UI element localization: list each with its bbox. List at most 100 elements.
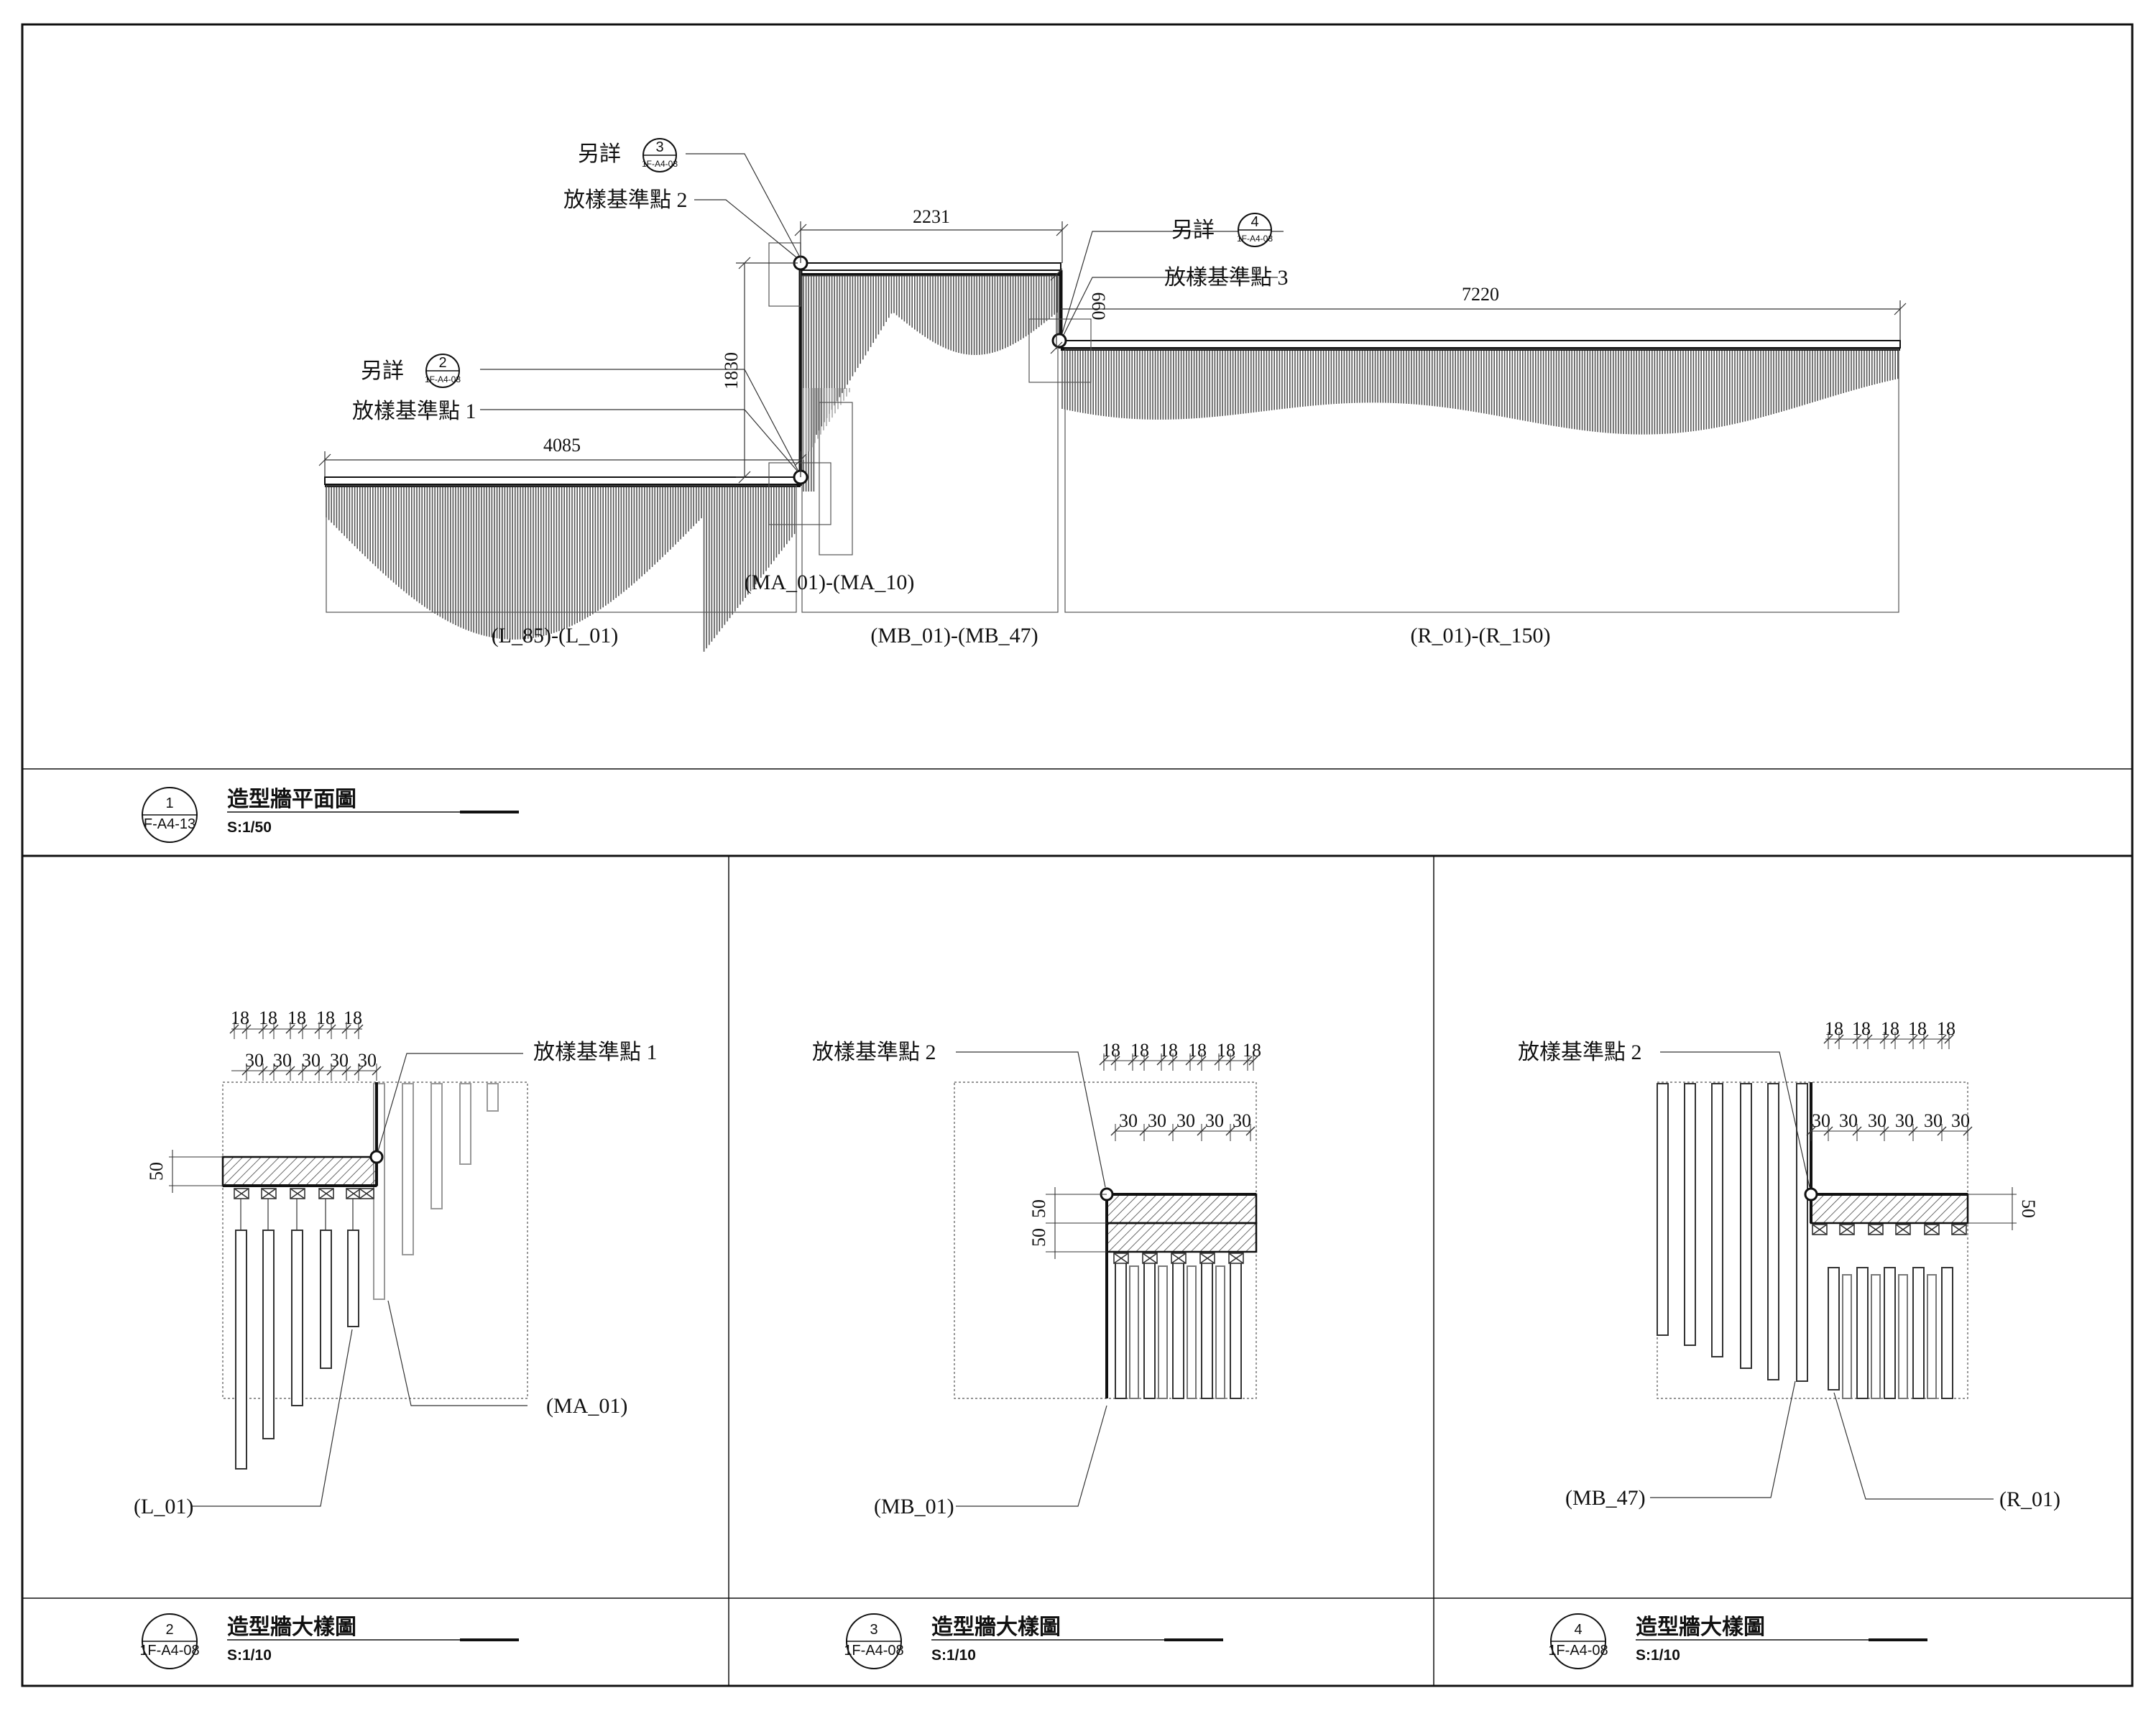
bubble-sheet: 1F-A4-08	[642, 159, 678, 169]
ref-point-3-label: 放樣基準點 3	[1164, 266, 1289, 290]
d2-dim-18: 18	[344, 1007, 362, 1028]
d3-ref-point-label: 放樣基準點 2	[812, 1041, 936, 1064]
d3-dim-18: 18	[1130, 1040, 1149, 1061]
detail-4-fin-heads	[1812, 1224, 1967, 1235]
d3-dim-30: 30	[1148, 1110, 1166, 1131]
range-label-r: (R_01)-(R_150)	[1411, 624, 1551, 647]
detail-2-scale: S:1/10	[227, 1647, 272, 1664]
plan-detail-bubble-3: 另詳 3 1F-A4-08	[578, 138, 678, 172]
title-sheet: 1F-A4-08	[1548, 1643, 1608, 1659]
detail-2-beam	[221, 1156, 378, 1187]
d2-ref-point-label: 放樣基準點 1	[533, 1041, 658, 1064]
d4-dim-18: 18	[1881, 1018, 1899, 1039]
d4-dim-18: 18	[1852, 1018, 1871, 1039]
d3-dim-18: 18	[1102, 1040, 1120, 1061]
d2-dim-30: 30	[245, 1050, 264, 1071]
bubble-sheet: 1F-A4-08	[1237, 234, 1273, 244]
d4-ref-point-label: 放樣基準點 2	[1518, 1041, 1642, 1064]
ref-point-1-label: 放樣基準點 1	[352, 400, 476, 423]
detail-3-fins	[1115, 1254, 1242, 1399]
bubble-number: 2	[438, 355, 446, 371]
title-number: 1	[165, 795, 173, 811]
plan-leaders	[480, 153, 1284, 472]
dim-left: 4085	[543, 435, 581, 456]
detail-ref-label: 另詳	[361, 359, 404, 383]
bubble-number: 3	[655, 139, 663, 155]
detail-4-view: 18 18 18 18 18 30 30 30 30 30 30 50 放樣基準…	[1518, 1018, 2060, 1669]
d3-dim-18: 18	[1159, 1040, 1178, 1061]
d3-dim-30: 30	[1205, 1110, 1224, 1131]
plan-region-boxes	[326, 242, 1899, 613]
title-sheet: 1F-A4-08	[139, 1643, 199, 1659]
d2-dim-18: 18	[316, 1007, 335, 1028]
detail-2-view: 18 18 18 18 18 30 30 30 30 30 50 放樣基準點 1…	[134, 1007, 658, 1669]
plan-detail-bubble-2: 另詳 2 1F-A4-08	[361, 354, 461, 388]
range-label-l: (L_85)-(L_01)	[492, 624, 619, 647]
title-number: 2	[165, 1622, 173, 1638]
range-label-mb: (MB_01)-(MB_47)	[870, 624, 1038, 647]
detail-3-dim-ticks	[1099, 1053, 1258, 1141]
detail-4-leaders	[1650, 1051, 1994, 1500]
d2-dim-18: 18	[287, 1007, 306, 1028]
title-sheet: 1F-A4-08	[844, 1643, 903, 1659]
detail-2-ref-circle	[369, 1150, 384, 1164]
d4-dim-18: 18	[1937, 1018, 1955, 1039]
dim-vertical-1830: 1830	[721, 352, 742, 389]
detail-2-title: 造型牆大樣圖	[227, 1615, 356, 1639]
detail-3-dim-lines	[1046, 1060, 1253, 1259]
detail-2-fins-gray	[373, 1083, 499, 1300]
detail-2-leaders	[191, 1053, 528, 1507]
detail-2-fin-heads	[234, 1188, 374, 1199]
detail-4-title-block: 4 1F-A4-08 造型牆大樣圖 S:1/10	[1548, 1613, 1927, 1669]
detail-3-beam-2	[1105, 1222, 1258, 1253]
detail-4-scale: S:1/10	[1636, 1647, 1680, 1664]
d4-dim-18: 18	[1908, 1018, 1927, 1039]
d4-dim-18: 18	[1825, 1018, 1843, 1039]
dim-right: 7220	[1462, 284, 1499, 305]
d4-dim-50: 50	[2018, 1199, 2039, 1218]
bubble-sheet: 1F-A4-08	[425, 374, 461, 384]
detail-4-fins-left	[1657, 1083, 1808, 1382]
plan-title-block: 1 F-A4-13 造型牆平面圖 S:1/50	[142, 787, 519, 843]
title-sheet: F-A4-13	[144, 816, 195, 832]
ref-point-2-label: 放樣基準點 2	[563, 188, 688, 212]
sheet-frame	[21, 23, 2134, 1687]
d3-dim-18: 18	[1188, 1040, 1207, 1061]
title-number: 4	[1574, 1622, 1582, 1638]
plan-title: 造型牆平面圖	[227, 788, 356, 811]
d2-dim-30: 30	[273, 1050, 292, 1071]
detail-4-dim-ticks	[1806, 1032, 1973, 1141]
title-number: 3	[870, 1622, 877, 1638]
detail-2-dim-ticks	[229, 1022, 382, 1081]
d3-dim-30: 30	[1176, 1110, 1195, 1131]
dim-vertical-660: 660	[1088, 292, 1109, 320]
d4-dim-30: 30	[1812, 1110, 1830, 1131]
d2-label-ma: (MA_01)	[546, 1394, 627, 1418]
plan-detail-bubble-4: 另詳 4 1F-A4-08	[1171, 213, 1273, 247]
plan-view: 另詳 3 1F-A4-08 另詳 2 1F-A4-08 另詳 4 1F-A4-0…	[142, 138, 1907, 843]
plan-fins	[326, 276, 1899, 652]
d3-dim-18: 18	[1217, 1040, 1235, 1061]
d4-dim-30: 30	[1895, 1110, 1914, 1131]
detail-ref-label: 另詳	[578, 142, 621, 166]
detail-2-fins	[235, 1230, 359, 1470]
d3-label-mb: (MB_01)	[874, 1495, 954, 1518]
d4-label-mb: (MB_47)	[1565, 1486, 1646, 1510]
d2-dim-50: 50	[146, 1162, 167, 1181]
plan-scale: S:1/50	[227, 819, 272, 836]
d2-dim-18: 18	[259, 1007, 277, 1028]
d3-dim-30: 30	[1233, 1110, 1251, 1131]
detail-3-leaders	[956, 1051, 1107, 1507]
detail-ref-label: 另詳	[1171, 218, 1215, 242]
detail-2-dim-lines	[169, 1028, 377, 1193]
d2-dim-30: 30	[330, 1050, 349, 1071]
detail-2-title-block: 2 1F-A4-08 造型牆大樣圖 S:1/10	[139, 1613, 519, 1669]
detail-3-view: 18 18 18 18 18 18 30 30 30 30 30 50 50 放…	[812, 1040, 1261, 1669]
range-label-ma: (MA_01)-(MA_10)	[745, 571, 915, 594]
detail-4-title: 造型牆大樣圖	[1636, 1615, 1765, 1639]
d3-dim-50b: 50	[1028, 1228, 1049, 1247]
d4-dim-30: 30	[1868, 1110, 1886, 1131]
detail-4-fins-right	[1828, 1267, 1953, 1399]
d4-dim-30: 30	[1951, 1110, 1970, 1131]
